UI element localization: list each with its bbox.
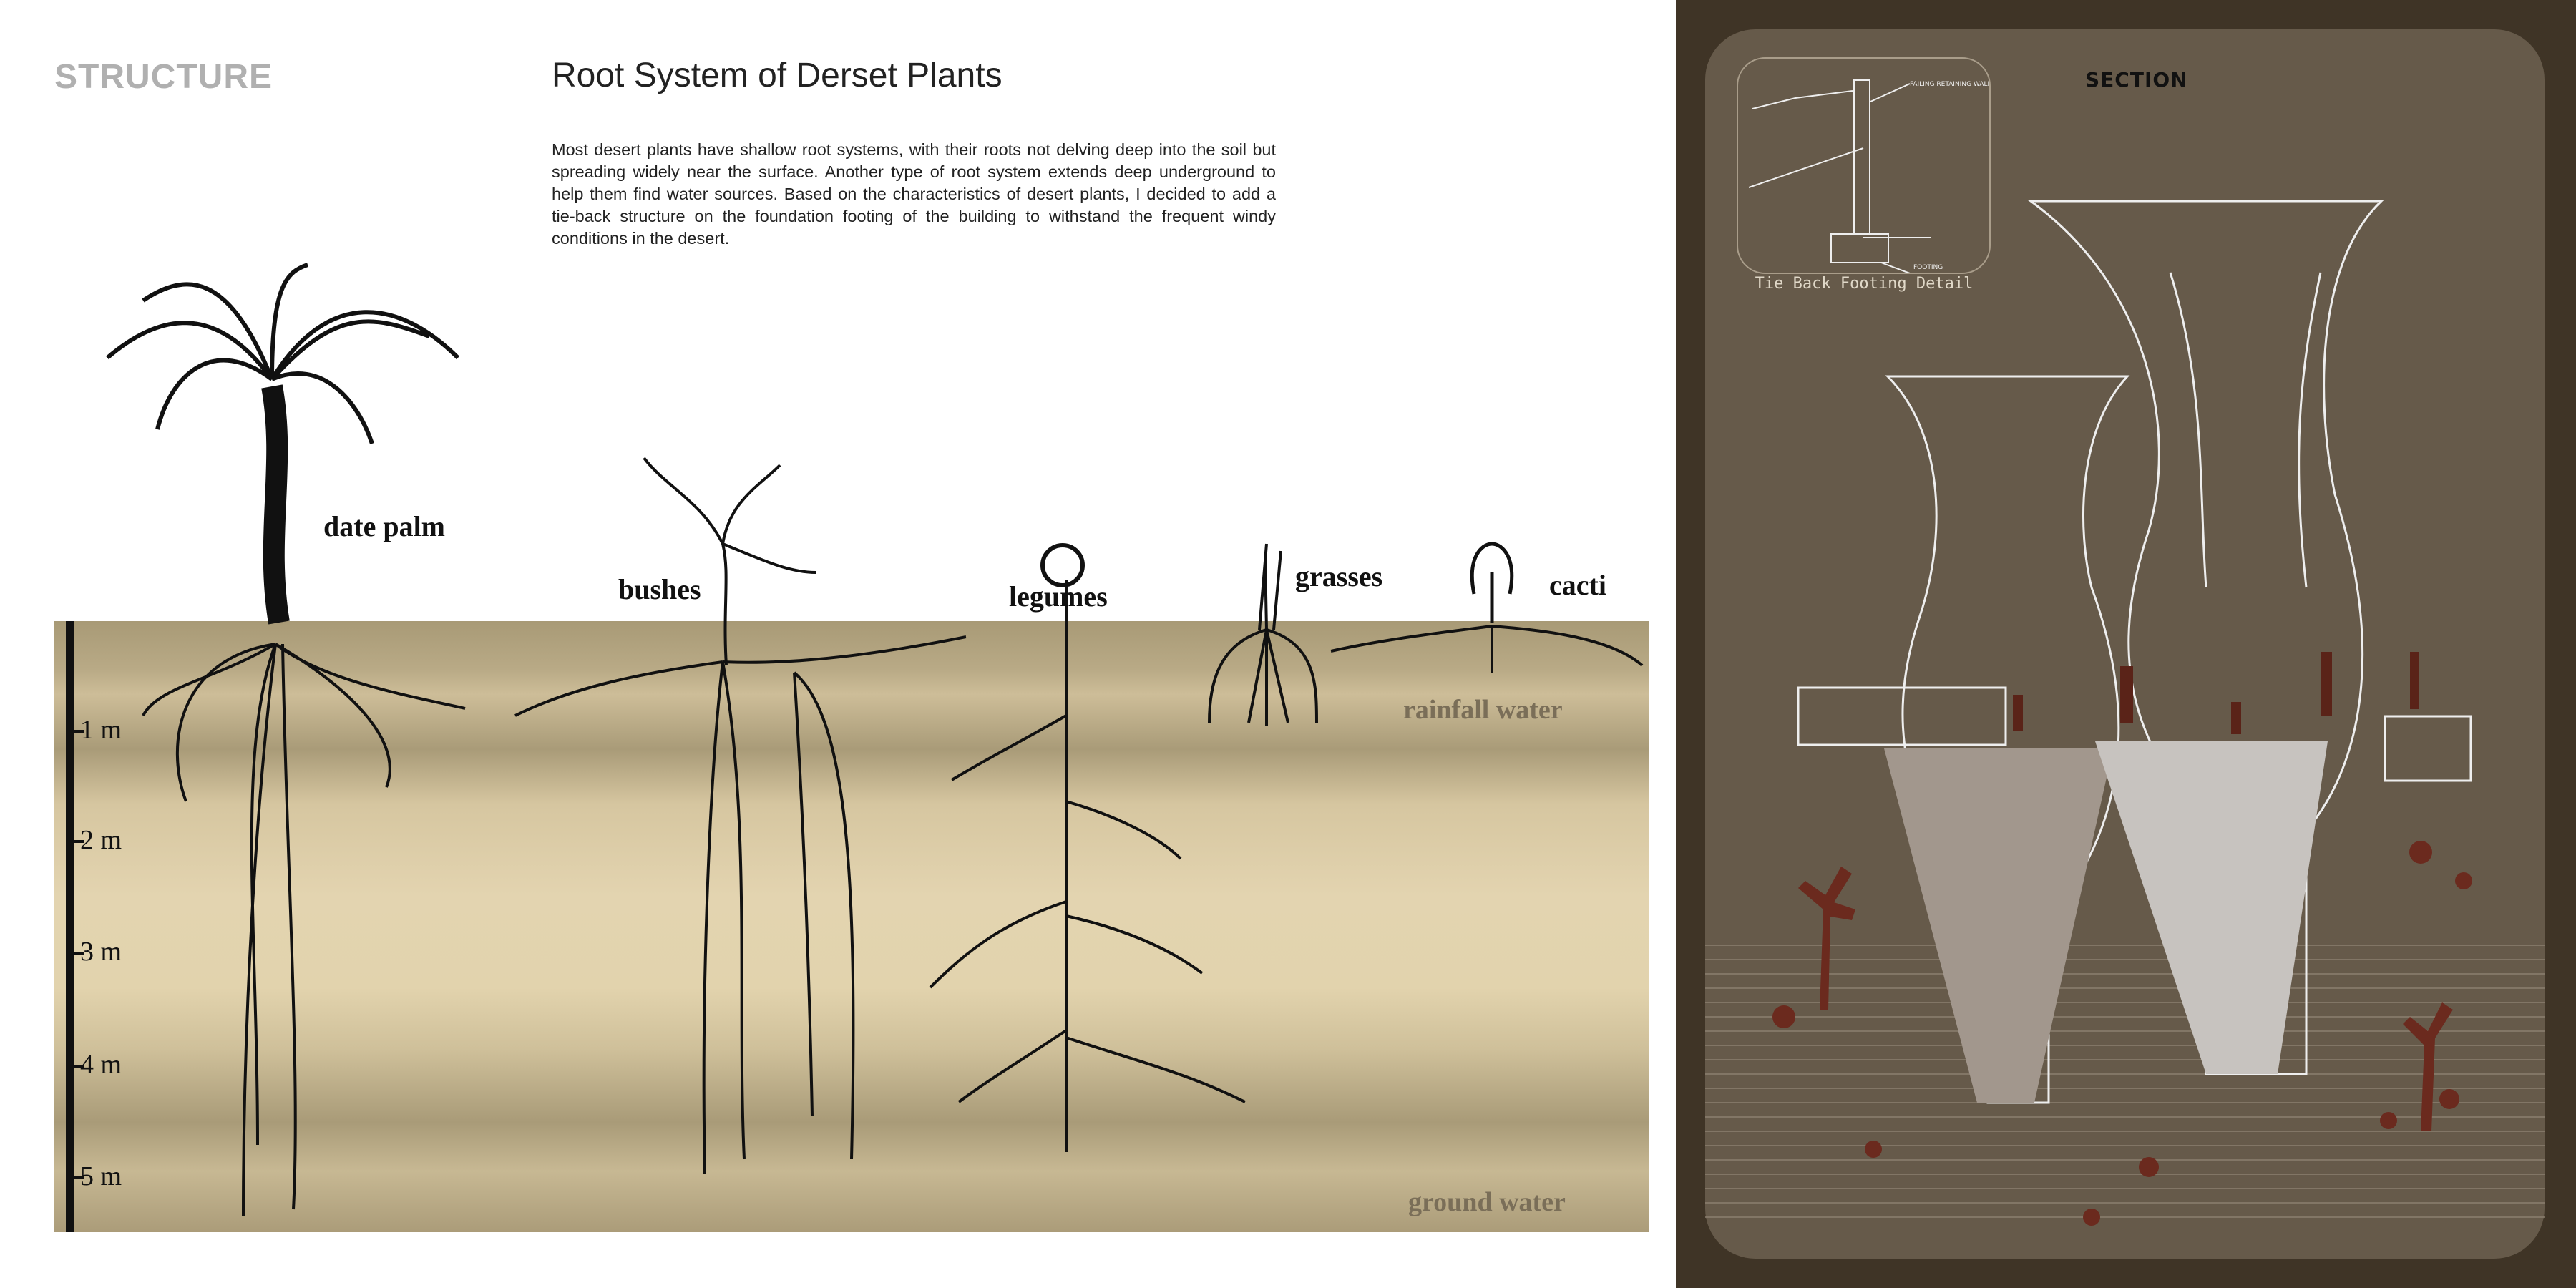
footing-right [2095, 741, 2328, 1074]
section-label: STRUCTURE [54, 58, 273, 96]
depth-label-3m: 3 m [80, 937, 122, 967]
page-title: Root System of Derset Plants [552, 57, 1002, 94]
plant-root-illustrations [66, 263, 1644, 1232]
tie-back-footing-diagram: FAILING RETAINING WALL OR FOUNDATION WAL… [1748, 79, 2067, 274]
tie-back-footing-note: FOOTING [1913, 264, 1943, 271]
tie-back-detail-frame: FAILING RETAINING WALL OR FOUNDATION WAL… [1737, 57, 2067, 274]
section-title: SECTION [2085, 68, 2188, 92]
vase-structures [1797, 200, 2472, 1104]
depth-scale-bar [66, 621, 74, 1232]
footing-left [1884, 748, 2113, 1103]
plant-label-legumes: legumes [1009, 580, 1108, 613]
plant-label-grasses: grasses [1295, 560, 1383, 592]
rainfall-water-label: rainfall water [1403, 695, 1563, 725]
ground-water-label: ground water [1408, 1187, 1566, 1217]
joshua-trees [1772, 841, 2472, 1226]
plant-label-date-palm: date palm [323, 510, 445, 542]
plant-label-cacti: cacti [1549, 569, 1606, 601]
depth-label-4m: 4 m [80, 1050, 122, 1080]
grasses-illustration [1208, 543, 1318, 726]
depth-label-5m: 5 m [80, 1161, 122, 1191]
date-palm-illustration [106, 263, 466, 1217]
tie-back-caption: Tie Back Footing Detail [1755, 275, 1974, 293]
tie-back-wall-note: FAILING RETAINING WALL OR FOUNDATION WAL… [1910, 81, 1989, 88]
legumes-illustration [929, 543, 1246, 1152]
plant-label-bushes: bushes [618, 573, 701, 605]
building-section-drawing [1705, 200, 2545, 1226]
description-paragraph: Most desert plants have shallow root sys… [552, 140, 1276, 248]
depth-label-2m: 2 m [80, 825, 122, 855]
depth-label-1m: 1 m [80, 715, 122, 745]
cacti-illustration [1330, 542, 1644, 673]
bushes-illustration [514, 457, 967, 1174]
people-silhouettes [2013, 652, 2419, 734]
